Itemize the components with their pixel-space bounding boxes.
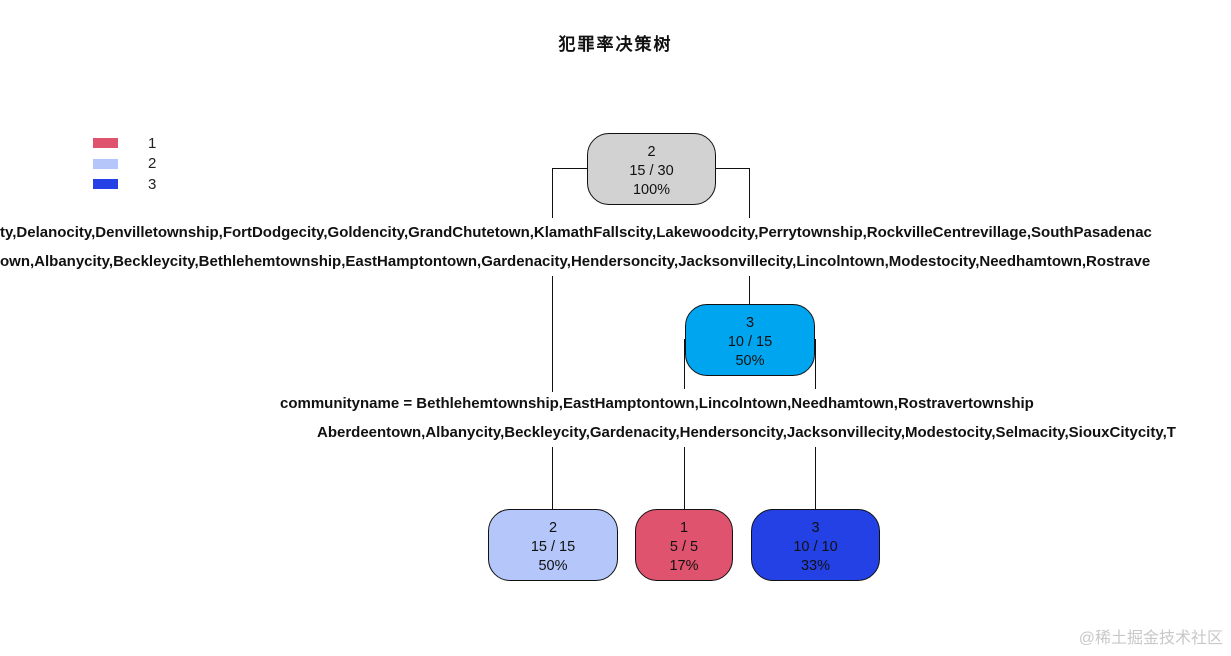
tree-node-inner: 3 10 / 15 50% xyxy=(685,304,815,376)
edge-line xyxy=(684,339,685,389)
edge-line xyxy=(552,168,553,218)
diagram-title: 犯罪率决策树 xyxy=(558,35,673,55)
legend-label: 3 xyxy=(148,175,157,193)
legend-swatch xyxy=(93,158,118,169)
node-percent: 50% xyxy=(538,558,568,574)
legend-item: 3 xyxy=(93,174,156,195)
node-class: 1 xyxy=(679,520,689,536)
edge-line xyxy=(715,168,750,169)
tree-node-root: 2 15 / 30 100% xyxy=(587,133,716,205)
split-label-inner-right: Aberdeentown,Albanycity,Beckleycity,Gard… xyxy=(317,424,1176,441)
legend-label: 1 xyxy=(148,134,157,152)
node-percent: 50% xyxy=(735,353,765,369)
node-count: 15 / 30 xyxy=(629,163,674,179)
node-percent: 17% xyxy=(669,558,699,574)
legend-item: 1 xyxy=(93,133,156,154)
legend: 1 2 3 xyxy=(93,133,156,195)
tree-node-leaf: 3 10 / 10 33% xyxy=(751,509,880,581)
node-count: 5 / 5 xyxy=(669,539,699,555)
node-percent: 33% xyxy=(800,558,831,574)
node-count: 10 / 15 xyxy=(727,334,773,350)
edge-line xyxy=(749,168,750,218)
split-label-root-left: ty,Delanocity,Denvilletownship,FortDodge… xyxy=(0,224,1152,241)
node-count: 10 / 10 xyxy=(793,539,838,555)
edge-line xyxy=(684,447,685,510)
tree-node-leaf: 1 5 / 5 17% xyxy=(635,509,733,581)
node-class: 3 xyxy=(811,520,820,536)
edge-line xyxy=(552,276,553,392)
legend-item: 2 xyxy=(93,154,156,175)
split-label-inner-left: communityname = Bethlehemtownship,EastHa… xyxy=(280,395,1034,412)
watermark: @稀土掘金技术社区 xyxy=(1078,630,1223,647)
edge-line xyxy=(815,447,816,510)
node-class: 2 xyxy=(548,520,558,536)
legend-label: 2 xyxy=(148,155,157,173)
node-percent: 100% xyxy=(632,182,671,198)
tree-node-leaf: 2 15 / 15 50% xyxy=(488,509,618,581)
edge-line xyxy=(552,168,588,169)
edge-line xyxy=(552,447,553,510)
node-class: 3 xyxy=(745,315,755,331)
edge-line xyxy=(815,339,816,389)
node-class: 2 xyxy=(647,144,656,160)
legend-swatch xyxy=(93,179,118,190)
split-label-root-right: own,Albanycity,Beckleycity,Bethlehemtown… xyxy=(0,253,1151,270)
node-count: 15 / 15 xyxy=(530,539,576,555)
edge-line xyxy=(749,276,750,305)
legend-swatch xyxy=(93,138,118,149)
